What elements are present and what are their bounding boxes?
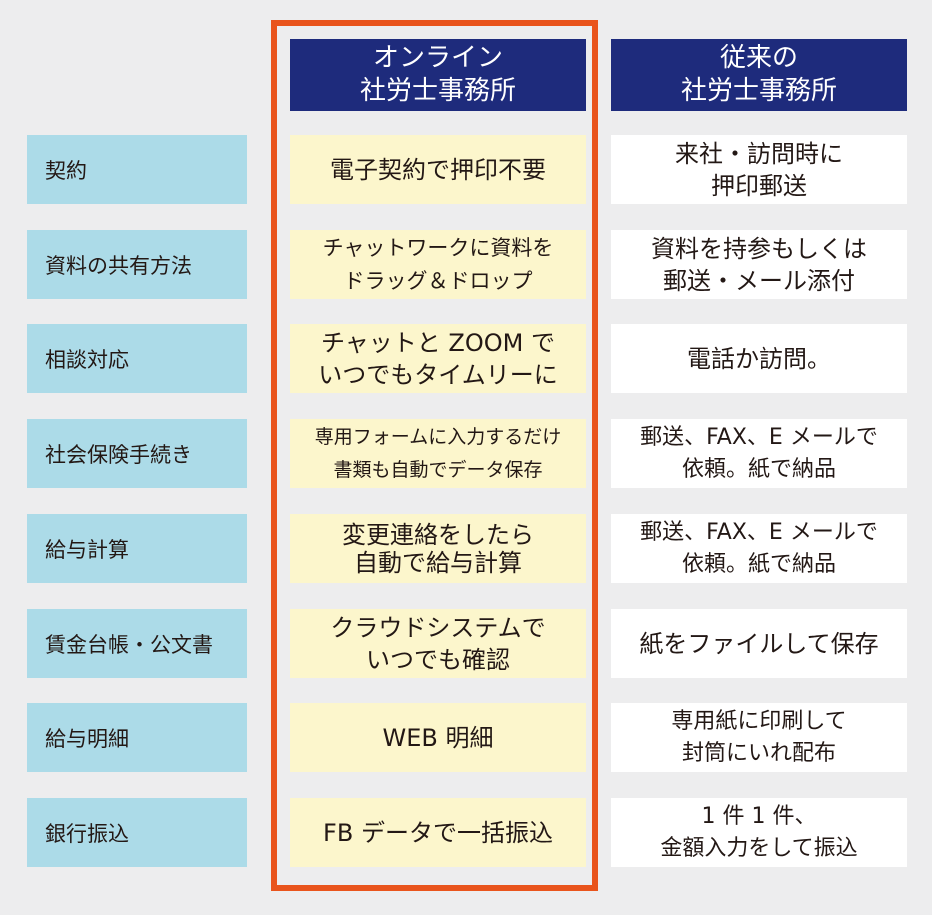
row-label-text: 給与計算 — [45, 537, 129, 562]
traditional-cell-payroll: 郵送、FAX、E メールで 依頼。紙で納品 — [611, 514, 907, 583]
row-label-text: 銀行振込 — [45, 821, 129, 846]
online-cell-line-1: クラウドシステムで — [330, 613, 546, 642]
traditional-header-line-2: 社労士事務所 — [680, 76, 837, 106]
row-label-bank-transfer: 銀行振込 — [27, 798, 247, 867]
traditional-cell-line-1: 専用紙に印刷して — [671, 708, 847, 734]
traditional-cell-line-2: 郵送・メール添付 — [663, 266, 855, 295]
online-cell-wage-ledger: クラウドシステムで いつでも確認 — [290, 609, 586, 678]
online-cell-line-2: 書類も自動でデータ保存 — [333, 458, 543, 481]
online-cell-line-1: FB データで一括振込 — [323, 818, 553, 847]
traditional-cell-line-2: 押印郵送 — [711, 171, 807, 200]
traditional-cell-line-1: 郵送、FAX、E メールで — [640, 424, 878, 450]
traditional-cell-line-1: 紙をファイルして保存 — [639, 629, 879, 658]
online-cell-line-1: 専用フォームに入力するだけ — [314, 425, 562, 448]
traditional-cell-bank-transfer: 1 件 1 件、 金額入力をして振込 — [611, 798, 907, 867]
online-cell-document-sharing: チャットワークに資料を ドラッグ＆ドロップ — [290, 230, 586, 299]
traditional-header-line-1: 従来の — [719, 43, 798, 73]
traditional-cell-contract: 来社・訪問時に 押印郵送 — [611, 135, 907, 204]
online-cell-consultation: チャットと ZOOM で いつでもタイムリーに — [290, 324, 586, 393]
online-cell-line-1: チャットと ZOOM で — [321, 328, 555, 357]
online-cell-bank-transfer: FB データで一括振込 — [290, 798, 586, 867]
online-header-line-2: 社労士事務所 — [359, 76, 516, 106]
traditional-cell-social-insurance: 郵送、FAX、E メールで 依頼。紙で納品 — [611, 419, 907, 488]
traditional-cell-line-1: 1 件 1 件、 — [701, 803, 817, 829]
row-label-payroll: 給与計算 — [27, 514, 247, 583]
traditional-cell-line-2: 依頼。紙で納品 — [681, 551, 836, 577]
row-label-document-sharing: 資料の共有方法 — [27, 230, 247, 299]
online-cell-payroll: 変更連絡をしたら 自動で給与計算 — [290, 514, 586, 583]
row-label-text: 社会保険手続き — [45, 442, 192, 467]
row-label-text: 契約 — [45, 158, 87, 183]
traditional-cell-line-1: 電話か訪問。 — [687, 344, 831, 373]
row-label-payslip: 給与明細 — [27, 703, 247, 772]
online-cell-social-insurance: 専用フォームに入力するだけ 書類も自動でデータ保存 — [290, 419, 586, 488]
row-label-consultation: 相談対応 — [27, 324, 247, 393]
row-label-text: 資料の共有方法 — [45, 253, 192, 278]
row-label-wage-ledger: 賃金台帳・公文書 — [27, 609, 247, 678]
traditional-cell-line-2: 依頼。紙で納品 — [681, 456, 836, 482]
row-label-text: 相談対応 — [45, 347, 129, 372]
traditional-cell-line-1: 郵送、FAX、E メールで — [640, 519, 878, 545]
traditional-cell-wage-ledger: 紙をファイルして保存 — [611, 609, 907, 678]
online-cell-line-2: 自動で給与計算 — [354, 548, 522, 577]
traditional-cell-line-2: 封筒にいれ配布 — [681, 740, 836, 766]
traditional-cell-line-1: 資料を持参もしくは — [651, 234, 867, 263]
traditional-cell-document-sharing: 資料を持参もしくは 郵送・メール添付 — [611, 230, 907, 299]
online-cell-line-2: ドラッグ＆ドロップ — [343, 268, 533, 293]
traditional-cell-line-2: 金額入力をして振込 — [660, 835, 858, 861]
online-cell-line-2: いつでもタイムリーに — [318, 360, 558, 389]
row-label-contract: 契約 — [27, 135, 247, 204]
row-label-text: 賃金台帳・公文書 — [45, 632, 213, 657]
online-cell-line-1: チャットワークに資料を — [322, 235, 554, 260]
traditional-cell-line-1: 来社・訪問時に — [675, 139, 843, 168]
row-label-social-insurance: 社会保険手続き — [27, 419, 247, 488]
online-cell-line-1: 変更連絡をしたら — [342, 520, 534, 549]
row-label-text: 給与明細 — [45, 726, 129, 751]
online-office-header: オンライン 社労士事務所 — [290, 39, 586, 111]
online-cell-line-2: いつでも確認 — [366, 645, 510, 674]
online-header-line-1: オンライン — [372, 43, 503, 73]
online-cell-payslip: WEB 明細 — [290, 703, 586, 772]
traditional-cell-consultation: 電話か訪問。 — [611, 324, 907, 393]
online-cell-line-1: WEB 明細 — [382, 723, 494, 752]
traditional-cell-payslip: 専用紙に印刷して 封筒にいれ配布 — [611, 703, 907, 772]
traditional-office-header: 従来の 社労士事務所 — [611, 39, 907, 111]
online-cell-line-1: 電子契約で押印不要 — [330, 155, 546, 184]
online-cell-contract: 電子契約で押印不要 — [290, 135, 586, 204]
